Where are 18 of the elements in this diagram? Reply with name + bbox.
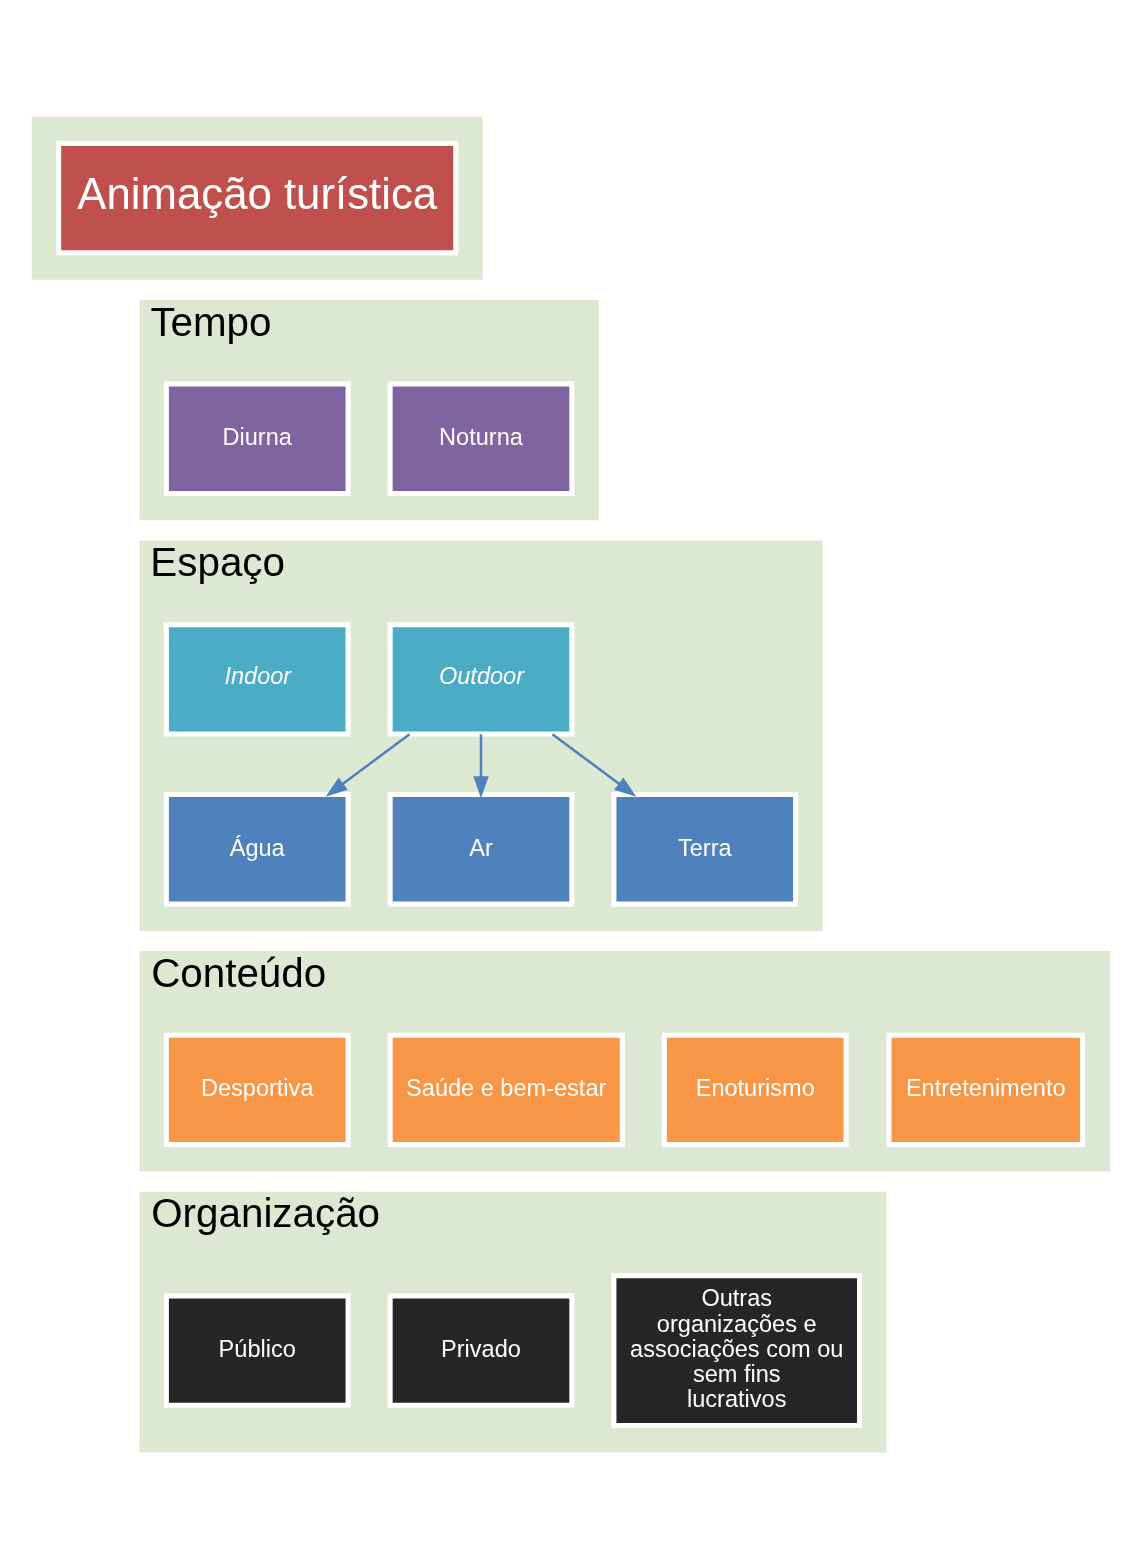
node-box: Ar [387, 791, 575, 906]
node-box: Desportiva [163, 1032, 351, 1147]
node-box: Animação turística [56, 140, 459, 255]
arrow [325, 732, 411, 797]
arrow [551, 732, 637, 797]
node-box: Indoor [163, 621, 351, 737]
node-box: Diurna [163, 381, 351, 496]
arrow [473, 733, 489, 798]
node-box: Outdoor [387, 621, 575, 737]
node-box: Outras organizações e associações com ou sem fins lucrativos [611, 1272, 863, 1428]
node-box: Público [163, 1292, 351, 1408]
node-box: Água [163, 791, 351, 906]
node-box: Enoturismo [661, 1032, 849, 1147]
node-box: Entretenimento [886, 1032, 1085, 1147]
node-box: Privado [387, 1292, 575, 1408]
node-box: Terra [611, 791, 799, 906]
node-box: Saúde e bem-estar [387, 1032, 625, 1147]
node-box: Noturna [387, 381, 575, 496]
